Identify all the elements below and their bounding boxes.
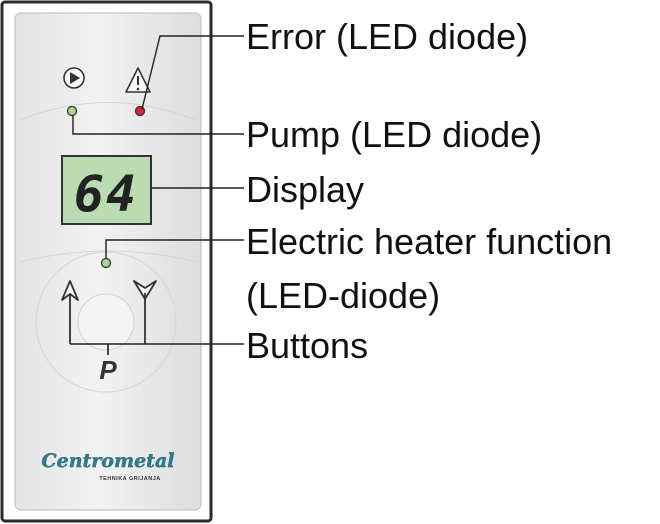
label-pump-led: Pump (LED diode) bbox=[246, 114, 543, 155]
program-label[interactable]: P bbox=[99, 355, 117, 385]
pump-led bbox=[66, 105, 78, 117]
program-button[interactable]: P bbox=[99, 344, 117, 385]
pump-icon bbox=[63, 67, 85, 89]
warning-icon bbox=[125, 67, 151, 93]
callout-pump bbox=[72, 116, 244, 135]
face-arc-upper bbox=[19, 102, 197, 121]
display-screen bbox=[61, 155, 152, 225]
error-led bbox=[134, 105, 146, 117]
label-display: Display bbox=[246, 169, 365, 210]
label-heater-led: (LED-diode) bbox=[246, 275, 441, 316]
display-value: 64 bbox=[74, 165, 138, 223]
label-heater-function: Electric heater function bbox=[246, 221, 613, 262]
callout-heater bbox=[105, 239, 244, 258]
up-button[interactable] bbox=[61, 280, 79, 344]
face-arc-lower bbox=[19, 250, 197, 263]
down-arrow-icon[interactable] bbox=[133, 280, 157, 300]
heater-led bbox=[100, 257, 112, 269]
brand-tagline: TEHNIKA GRIJANJA bbox=[99, 476, 161, 482]
label-error-led: Error (LED diode) bbox=[246, 16, 529, 57]
down-button[interactable] bbox=[133, 280, 157, 344]
button-inner-circle bbox=[77, 293, 135, 351]
callout-error bbox=[141, 35, 244, 110]
label-buttons: Buttons bbox=[246, 325, 369, 366]
brand-logo: Centrometal bbox=[42, 450, 175, 472]
